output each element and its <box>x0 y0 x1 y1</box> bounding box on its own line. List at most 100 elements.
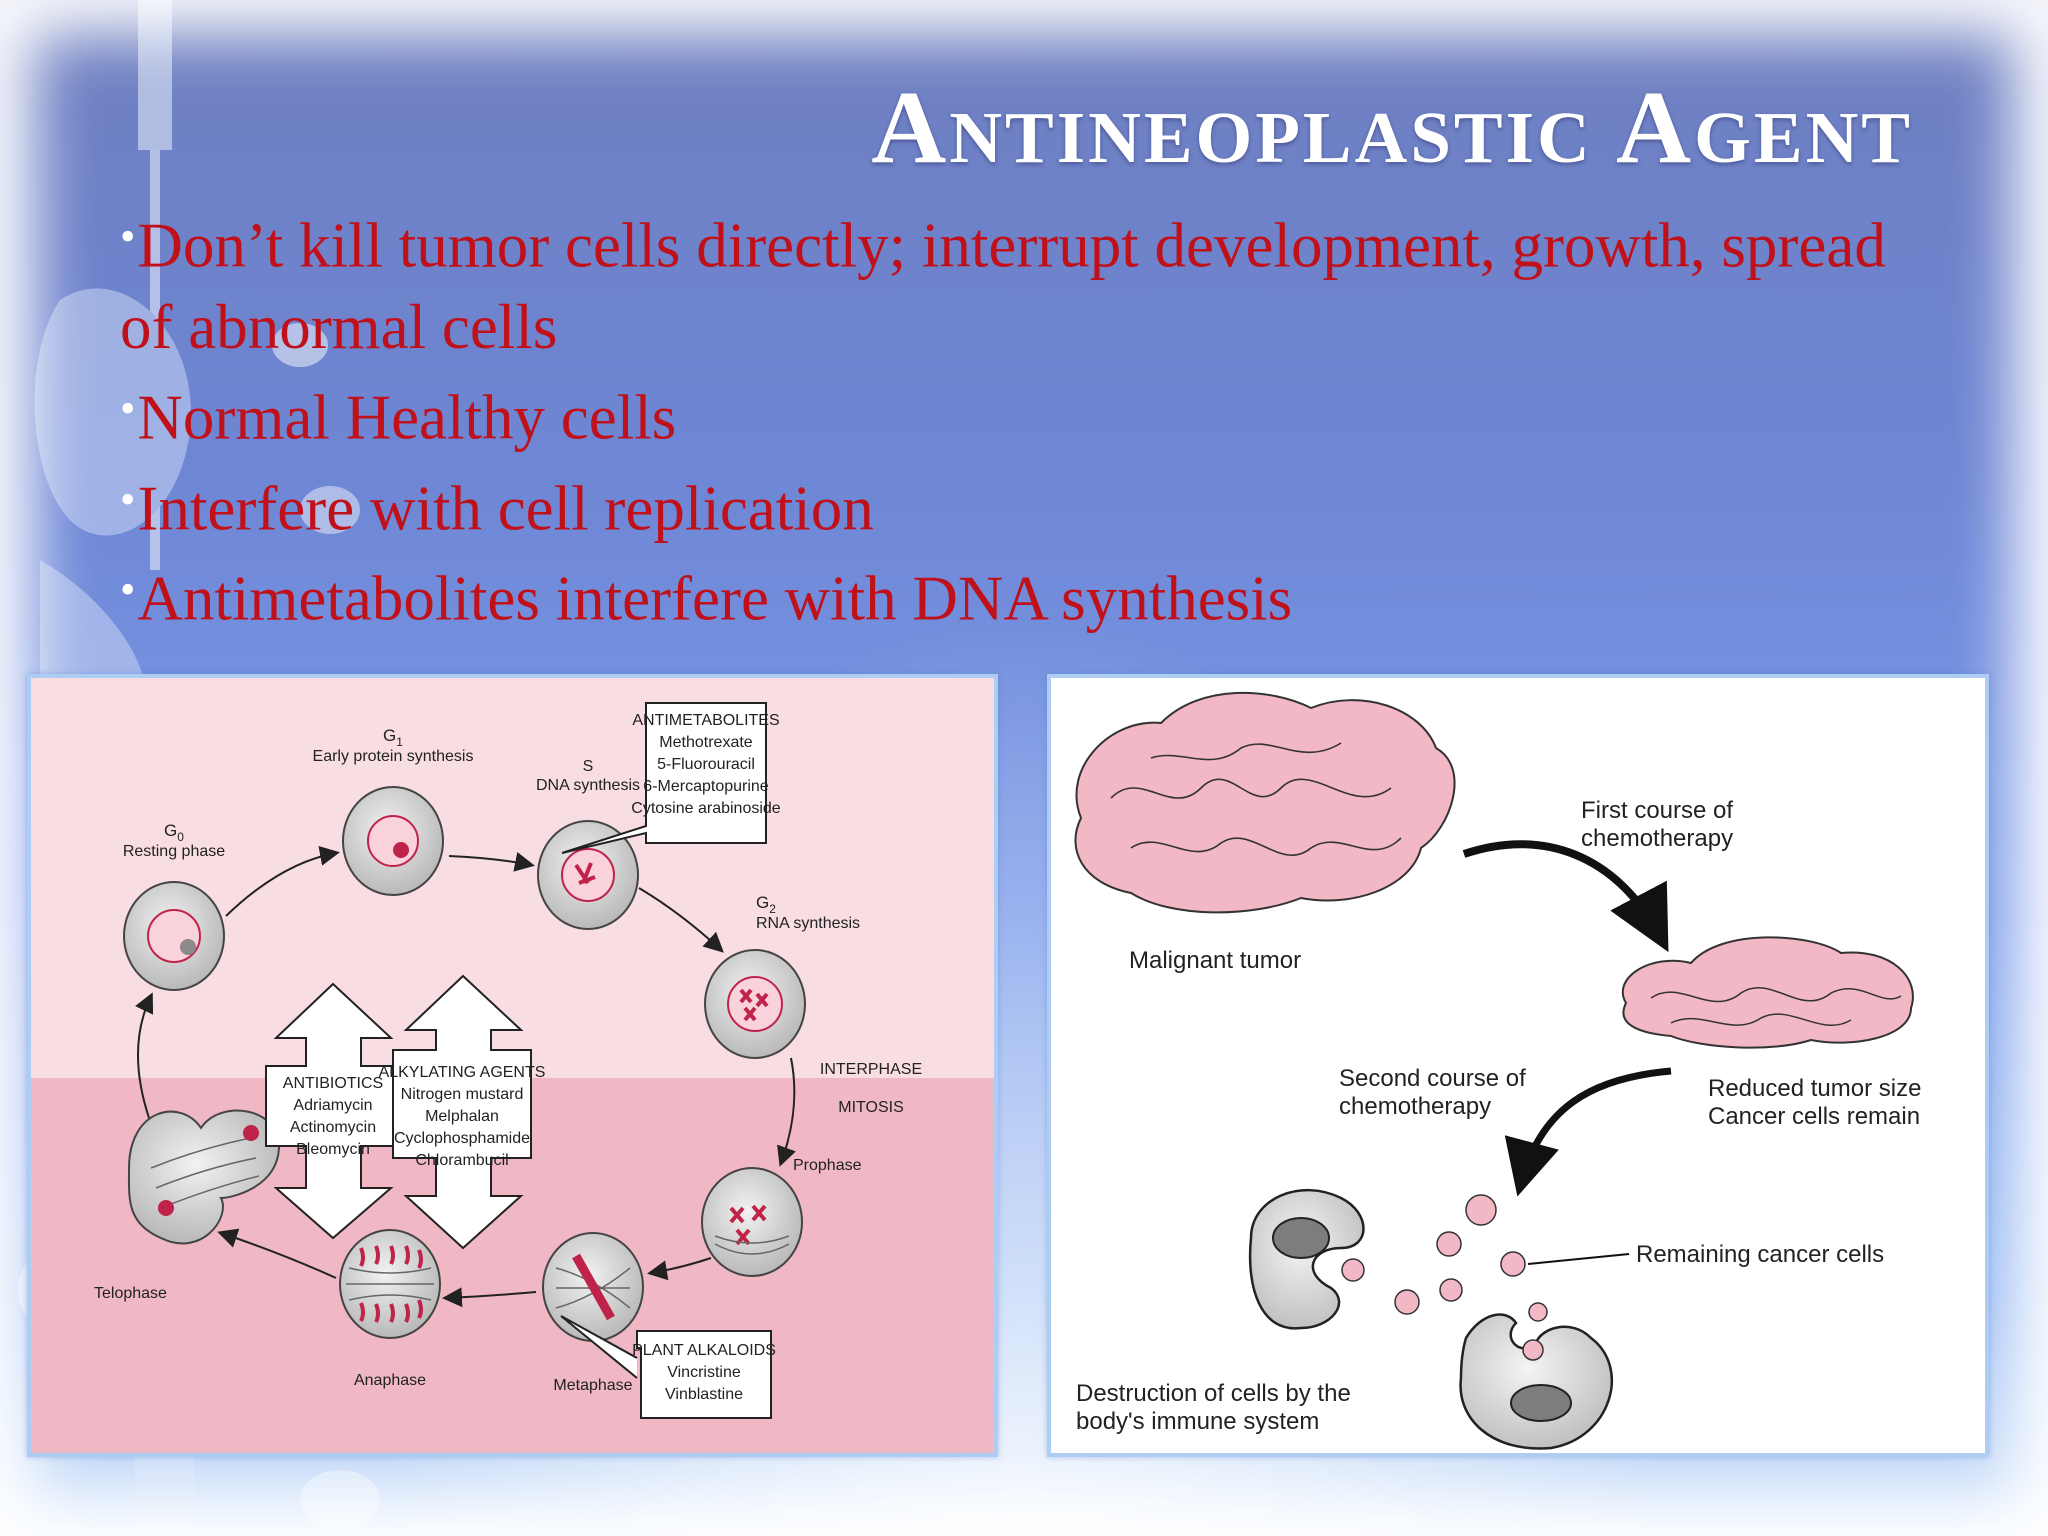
plant-alkaloids-title: PLANT ALKALOIDS <box>632 1342 776 1359</box>
drug-name: Cyclophosphamide <box>394 1130 530 1147</box>
cancer-cell <box>1439 1278 1463 1302</box>
chemotherapy-diagram: Malignant tumor First course of chemothe… <box>1047 674 1989 1457</box>
cell-g1 <box>342 786 444 896</box>
arrow-second-course <box>1504 1067 1672 1197</box>
cell-s <box>537 820 639 930</box>
bullet-item: •Antimetabolites interfere with DNA synt… <box>120 549 1910 639</box>
cancer-cell <box>1528 1302 1548 1322</box>
antibiotics-box: ANTIBIOTICS Adriamycin Actinomycin Bleom… <box>265 982 402 1240</box>
drug-name: Actinomycin <box>290 1119 376 1136</box>
pointer-line <box>1527 1253 1630 1265</box>
cancer-cell <box>1341 1258 1365 1282</box>
cell-metaphase <box>542 1232 644 1342</box>
label-reduced-line2: Cancer cells remain <box>1708 1103 1920 1130</box>
label-s-desc: DNA synthesis <box>536 777 640 794</box>
chemotherapy-svg: Malignant tumor First course of chemothe… <box>1074 691 1921 1450</box>
label-g0-desc: Resting phase <box>123 843 225 860</box>
cancer-cells <box>1341 1194 1548 1361</box>
label-metaphase: Metaphase <box>553 1377 632 1394</box>
drug-name: Bleomycin <box>296 1141 370 1158</box>
label-anaphase: Anaphase <box>354 1372 426 1389</box>
drug-name: Adriamycin <box>293 1097 372 1114</box>
syringe-barrel <box>138 0 172 150</box>
bullet-text: Interfere with cell replication <box>137 473 874 544</box>
malignant-tumor-shape <box>1074 691 1456 914</box>
cell-telophase <box>127 1109 281 1245</box>
label-telophase: Telophase <box>94 1285 167 1302</box>
bullet-mark: • <box>120 565 136 615</box>
label-g1-desc: Early protein synthesis <box>313 748 474 765</box>
antimetabolites-title: ANTIMETABOLITES <box>632 712 779 729</box>
label-g1: G1 <box>383 726 403 749</box>
antimetabolites-box: ANTIMETABOLITES Methotrexate 5-Fluoroura… <box>561 702 781 854</box>
interphase-region <box>31 678 994 1078</box>
reduced-tumor-shape <box>1621 936 1914 1049</box>
label-mitosis: MITOSIS <box>838 1099 904 1116</box>
label-remaining-cells: Remaining cancer cells <box>1636 1241 1884 1268</box>
label-second-course-line1: Second course of <box>1339 1065 1526 1092</box>
bullet-text: Antimetabolites interfere with DNA synth… <box>137 563 1293 634</box>
label-malignant-tumor: Malignant tumor <box>1129 947 1301 974</box>
label-g2-desc: RNA synthesis <box>756 915 860 932</box>
arrow-s-g2 <box>638 887 724 953</box>
label-second-course-line2: chemotherapy <box>1339 1093 1491 1120</box>
label-g2: G2 <box>756 893 776 916</box>
drug-name: Nitrogen mustard <box>401 1086 524 1103</box>
cell-cycle-diagram: G1 Early protein synthesis S DNA synthes… <box>27 674 998 1457</box>
drug-name: Cytosine arabinoside <box>631 800 781 817</box>
arrow-g2-prophase <box>777 1057 796 1167</box>
bullet-mark: • <box>120 212 136 261</box>
alkylating-agents-box: ALKYLATING AGENTS Nitrogen mustard Melph… <box>379 974 546 1250</box>
label-g0: G0 <box>164 821 184 844</box>
cell-g0 <box>123 881 225 991</box>
cell-prophase <box>701 1167 803 1277</box>
cancer-cell <box>1465 1194 1497 1226</box>
label-reduced-line1: Reduced tumor size <box>1708 1075 1921 1102</box>
bubble <box>272 323 328 367</box>
drug-name: 6-Mercaptopurine <box>643 778 769 795</box>
bubble <box>300 1470 380 1530</box>
bullet-list: •Don’t kill tumor cells directly; interr… <box>120 196 1910 640</box>
cancer-cell <box>1522 1339 1544 1361</box>
slide-title: Antineoplastic Agent <box>871 70 1913 185</box>
drug-name: Melphalan <box>425 1108 499 1125</box>
bullet-item: •Don’t kill tumor cells directly; interr… <box>120 196 1910 368</box>
arrow-telophase-g0 <box>135 992 154 1119</box>
cell-cycle-svg: G1 Early protein synthesis S DNA synthes… <box>31 678 994 1453</box>
cancer-cell <box>1394 1289 1420 1315</box>
bullet-mark: • <box>120 384 136 434</box>
immune-cell-right <box>1459 1313 1614 1450</box>
antibiotics-title: ANTIBIOTICS <box>283 1075 383 1092</box>
label-interphase: INTERPHASE <box>820 1061 922 1078</box>
bubble <box>300 486 360 534</box>
cell-anaphase <box>339 1229 441 1339</box>
label-first-course-line1: First course of <box>1581 797 1733 824</box>
label-s: S <box>583 758 594 775</box>
bullet-item: •Normal Healthy cells <box>120 368 1910 458</box>
bullet-text: Normal Healthy cells <box>137 382 677 453</box>
label-first-course-line2: chemotherapy <box>1581 825 1733 852</box>
glove-hand-shape <box>34 288 191 536</box>
arrow-metaphase-anaphase <box>442 1287 537 1308</box>
arrow-prophase-metaphase <box>647 1257 712 1281</box>
drug-name: Methotrexate <box>659 734 752 751</box>
drug-name: 5-Fluorouracil <box>657 756 755 773</box>
bullet-mark: • <box>120 474 136 524</box>
drug-name: Vinblastine <box>665 1386 743 1403</box>
immune-cell-left <box>1248 1188 1365 1330</box>
bullet-text: Don’t kill tumor cells directly; interru… <box>120 210 1886 363</box>
cell-g2 <box>704 949 806 1059</box>
label-prophase: Prophase <box>793 1157 862 1174</box>
cancer-cell <box>1436 1231 1462 1257</box>
arrow-g0-g1 <box>225 846 340 917</box>
alkylating-title: ALKYLATING AGENTS <box>379 1064 546 1081</box>
bullet-item: •Interfere with cell replication <box>120 459 1910 549</box>
plant-alkaloids-box: PLANT ALKALOIDS Vincristine Vinblastine <box>560 1315 776 1419</box>
label-destruction-line2: body's immune system <box>1076 1408 1319 1435</box>
drug-name: Vincristine <box>667 1364 741 1381</box>
arrow-first-course <box>1462 840 1669 953</box>
arrow-anaphase-telophase <box>217 1228 337 1279</box>
arrow-g1-s <box>448 852 535 872</box>
cancer-cell <box>1500 1251 1526 1277</box>
drug-name: Chlorambucil <box>415 1152 508 1169</box>
